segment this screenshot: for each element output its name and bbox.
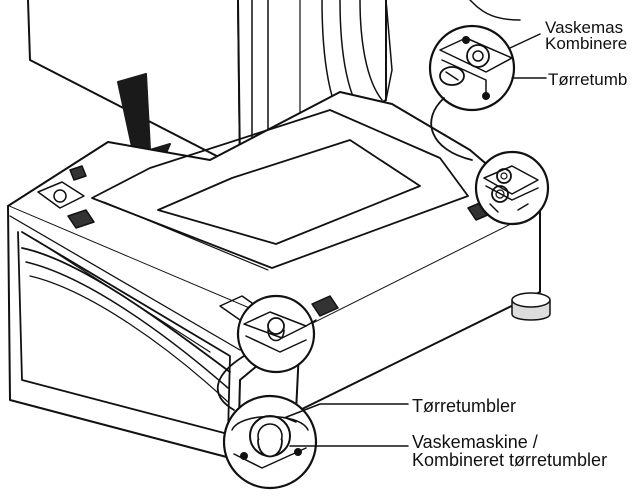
connector-front [217,355,245,411]
connector-top [430,97,473,161]
magnifier-front-large [222,394,318,490]
corner-bracket-left [37,165,95,229]
leader-lines [283,33,547,447]
label-bottom-dryer: Tørretumbler [412,396,517,416]
label-top-dryer: Tørretumb [548,70,628,89]
magnifier-front-small [236,294,317,374]
label-bottom-washer-line2: Kombineret tørretumbler [412,450,608,470]
label-top-washer-line1: Vaskemas [545,18,624,37]
pedestal [7,91,551,461]
label-bottom-washer-line1: Vaskemaskine / [412,432,538,452]
magnifier-right [474,150,550,226]
label-top-washer-line2: Kombinere [545,34,628,53]
magnifier-top-right [428,24,516,112]
